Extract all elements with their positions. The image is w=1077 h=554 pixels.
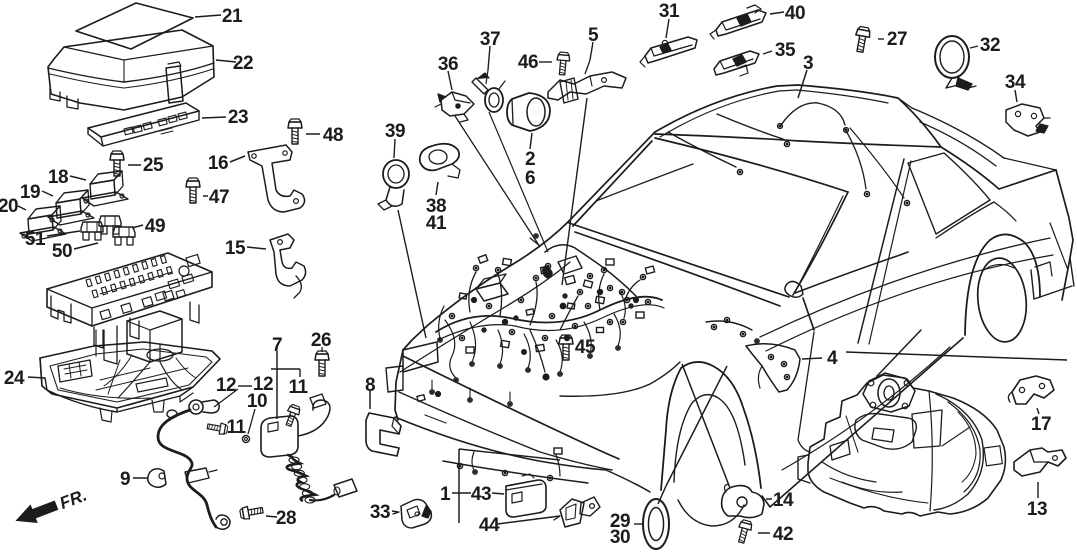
svg-text:27: 27 bbox=[887, 29, 907, 50]
svg-text:36: 36 bbox=[438, 54, 458, 75]
svg-text:29: 29 bbox=[610, 511, 630, 532]
svg-text:51: 51 bbox=[25, 229, 46, 250]
svg-text:16: 16 bbox=[208, 153, 228, 174]
svg-text:4: 4 bbox=[827, 348, 838, 369]
svg-text:12: 12 bbox=[216, 375, 236, 396]
svg-text:23: 23 bbox=[228, 107, 248, 128]
svg-text:15: 15 bbox=[225, 238, 246, 259]
svg-text:2: 2 bbox=[525, 149, 535, 170]
svg-text:6: 6 bbox=[525, 168, 535, 189]
svg-text:7: 7 bbox=[272, 335, 282, 356]
svg-text:1: 1 bbox=[440, 484, 451, 505]
svg-text:41: 41 bbox=[426, 213, 447, 234]
svg-text:33: 33 bbox=[370, 502, 390, 523]
svg-text:12: 12 bbox=[253, 374, 273, 395]
svg-text:11: 11 bbox=[288, 377, 308, 398]
svg-text:5: 5 bbox=[588, 25, 599, 46]
svg-text:20: 20 bbox=[0, 196, 18, 217]
svg-text:28: 28 bbox=[276, 508, 296, 529]
svg-text:40: 40 bbox=[785, 3, 805, 24]
svg-text:25: 25 bbox=[143, 155, 164, 176]
svg-text:3: 3 bbox=[803, 53, 813, 74]
svg-text:22: 22 bbox=[233, 53, 253, 74]
svg-text:47: 47 bbox=[209, 187, 229, 208]
svg-text:42: 42 bbox=[773, 524, 793, 545]
svg-text:14: 14 bbox=[773, 490, 794, 511]
svg-text:38: 38 bbox=[426, 196, 446, 217]
svg-text:32: 32 bbox=[980, 35, 1000, 56]
svg-text:19: 19 bbox=[20, 182, 40, 203]
svg-text:8: 8 bbox=[365, 375, 375, 396]
svg-text:44: 44 bbox=[479, 515, 500, 536]
svg-text:46: 46 bbox=[518, 52, 538, 73]
svg-text:21: 21 bbox=[222, 6, 243, 27]
svg-text:50: 50 bbox=[52, 241, 72, 262]
svg-text:13: 13 bbox=[1027, 499, 1047, 520]
svg-text:30: 30 bbox=[610, 527, 630, 548]
svg-text:11: 11 bbox=[226, 417, 246, 438]
svg-text:17: 17 bbox=[1031, 414, 1051, 435]
svg-text:10: 10 bbox=[247, 391, 267, 412]
svg-text:43: 43 bbox=[471, 484, 491, 505]
svg-text:37: 37 bbox=[480, 29, 500, 50]
svg-text:34: 34 bbox=[1005, 72, 1026, 93]
svg-text:9: 9 bbox=[120, 469, 130, 490]
svg-text:45: 45 bbox=[575, 337, 596, 358]
svg-text:18: 18 bbox=[48, 167, 68, 188]
svg-text:35: 35 bbox=[775, 40, 796, 61]
svg-text:49: 49 bbox=[145, 216, 165, 237]
svg-text:48: 48 bbox=[323, 125, 343, 146]
svg-text:24: 24 bbox=[4, 368, 25, 389]
svg-text:26: 26 bbox=[311, 330, 331, 351]
svg-text:39: 39 bbox=[385, 121, 405, 142]
svg-text:31: 31 bbox=[659, 1, 680, 22]
